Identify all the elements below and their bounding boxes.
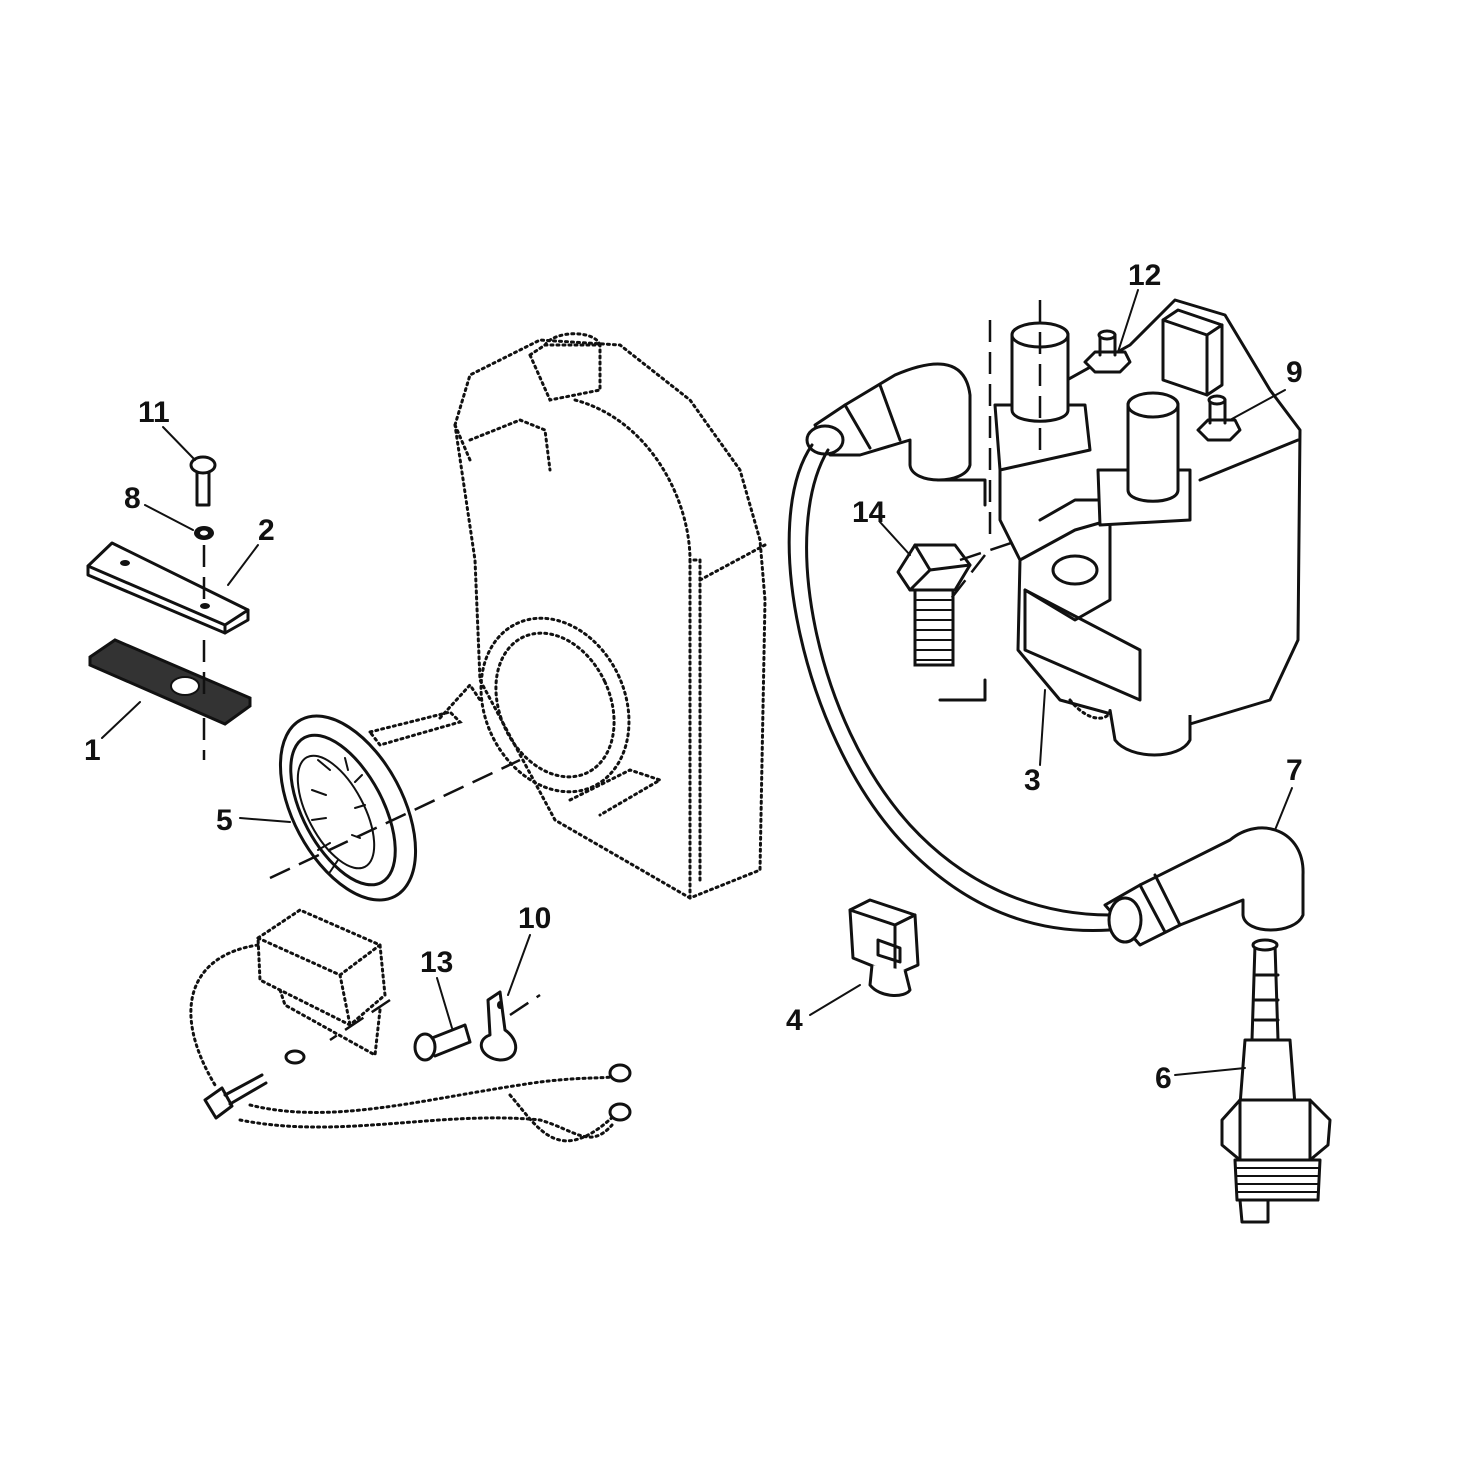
spark-plug	[1220, 938, 1332, 1224]
spark-plug-lead	[787, 362, 1305, 947]
callout-5: 5	[216, 804, 233, 837]
callout-13: 13	[420, 946, 453, 979]
engine-housing-cover	[367, 332, 767, 900]
ignition-module-harness	[189, 908, 632, 1143]
callout-labels: 11 8 2 1 5 3 4 6 7 9 12 10 13 14	[84, 259, 1303, 1095]
callout-14: 14	[852, 496, 886, 529]
screw-and-clamp	[413, 990, 541, 1062]
mounting-plate-assembly	[86, 455, 252, 760]
callout-4: 4	[786, 1004, 803, 1037]
callout-1: 1	[84, 734, 101, 767]
callout-7: 7	[1286, 754, 1303, 787]
callout-8: 8	[124, 482, 141, 515]
callout-leaders	[101, 289, 1293, 1076]
oil-seal	[269, 714, 521, 902]
connector	[848, 898, 920, 997]
callout-2: 2	[258, 514, 275, 547]
callout-10: 10	[518, 902, 551, 935]
callout-6: 6	[1155, 1062, 1172, 1095]
callout-11: 11	[138, 396, 170, 429]
ignition-coil	[896, 298, 1302, 757]
callout-9: 9	[1286, 356, 1303, 389]
callout-3: 3	[1024, 764, 1041, 797]
callout-12: 12	[1128, 259, 1161, 292]
